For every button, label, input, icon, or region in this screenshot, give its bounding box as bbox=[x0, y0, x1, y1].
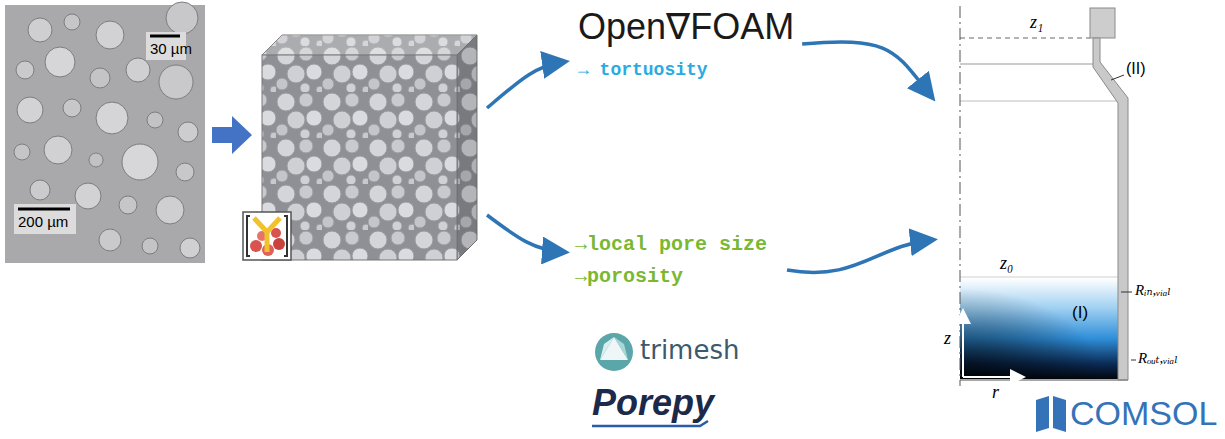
axis-label: r bbox=[992, 382, 999, 403]
flow-arrow bbox=[787, 240, 931, 272]
flow-arrow bbox=[487, 62, 563, 108]
sem-image-panel: 30 µm 200 µm bbox=[5, 5, 205, 263]
scale-bar bbox=[18, 208, 70, 211]
axis-label: z bbox=[944, 328, 951, 349]
block-arrow bbox=[212, 116, 252, 154]
radius-label: Rₒᵤₜ,ᵥᵢₐₗ bbox=[1138, 350, 1178, 367]
height-label: z₁ bbox=[1030, 12, 1043, 33]
output-quantity: →porosity bbox=[575, 265, 683, 288]
vial-model-panel: z₁ (II) z₀ Rᵢₙ,ᵥᵢₐₗ (I) Rₒᵤₜ,ᵥᵢₐₗ z rCOMSOL bbox=[935, 4, 1223, 437]
flow-arrow bbox=[487, 215, 563, 252]
domain-label: (I) bbox=[1072, 303, 1088, 323]
dem-logo bbox=[243, 212, 291, 260]
scale-bar bbox=[150, 35, 180, 38]
radius-label: Rᵢₙ,ᵥᵢₐₗ bbox=[1135, 282, 1171, 299]
output-quantity: → tortuosity bbox=[578, 60, 708, 81]
tool-logo: Open∇FOAM bbox=[578, 6, 794, 47]
comsol-icon bbox=[1036, 396, 1066, 432]
tool-logo: COMSOL bbox=[1070, 394, 1217, 433]
scale-label: 30 µm bbox=[150, 40, 192, 57]
scale-label: 200 µm bbox=[18, 213, 68, 230]
vial-model bbox=[960, 6, 1136, 386]
domain-label: (II) bbox=[1126, 60, 1146, 78]
sem-image bbox=[5, 2, 205, 263]
cfd-tool-group: Open∇FOAM → tortuosity bbox=[570, 4, 800, 90]
trimesh-icon bbox=[595, 333, 633, 371]
tool-logo: trimesh bbox=[640, 336, 739, 366]
height-label: z₀ bbox=[1000, 253, 1013, 274]
flow-arrow bbox=[802, 42, 931, 96]
output-quantity: →local pore size bbox=[575, 233, 767, 256]
pore-tool-group: →local pore size →porosity trimeshPorepy bbox=[570, 230, 785, 436]
packing-cube bbox=[262, 35, 477, 260]
tool-logo: Porepy bbox=[592, 382, 714, 423]
